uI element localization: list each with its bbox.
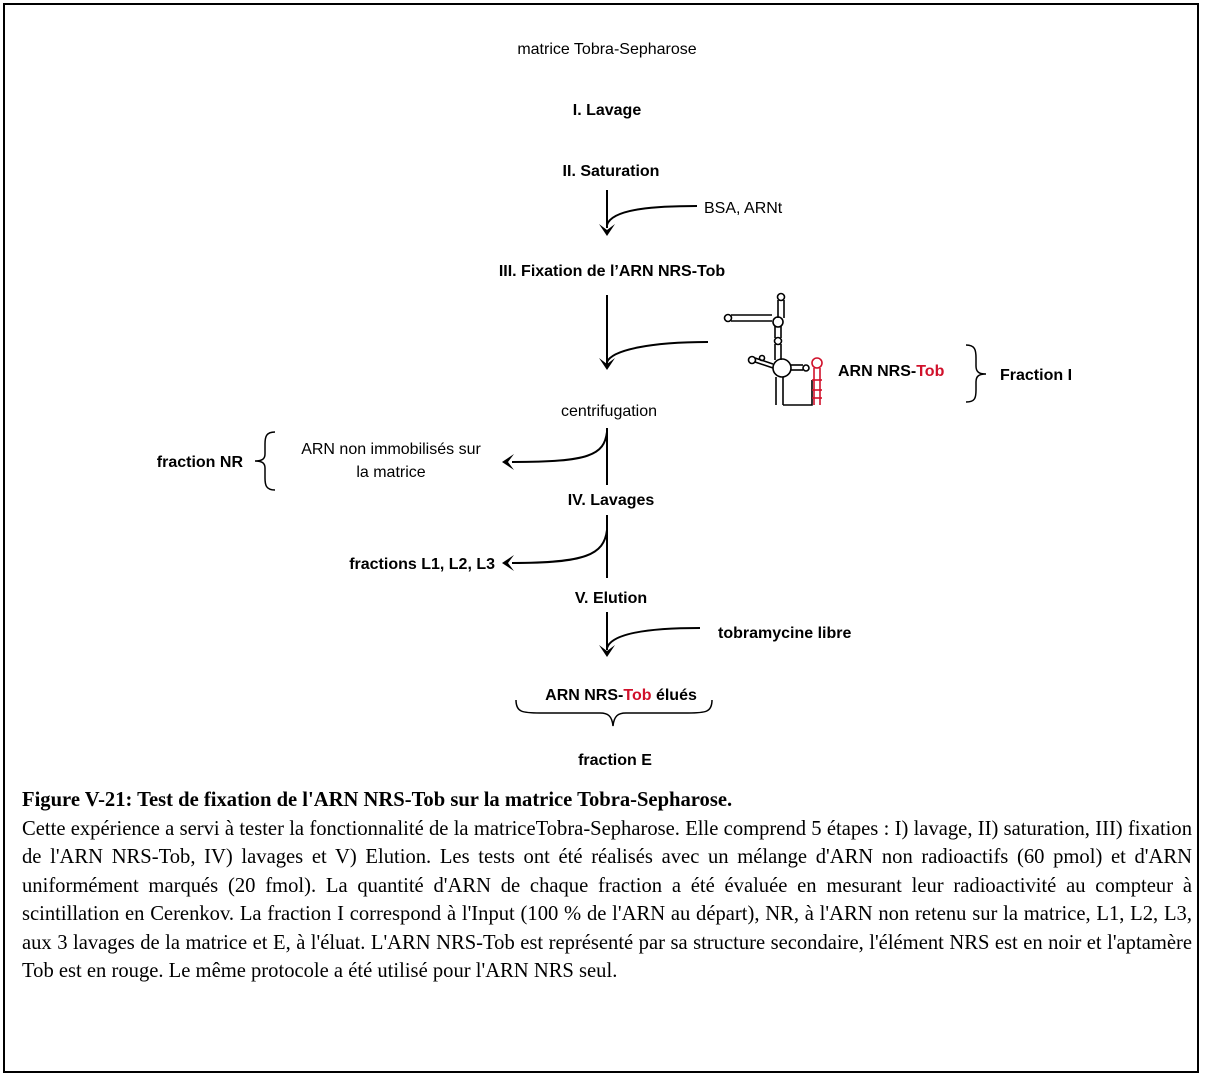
fraction-nr-label: fraction NR: [157, 454, 244, 471]
saturation-input-curve: [606, 205, 698, 226]
fraction-e-label: fraction E: [578, 752, 652, 769]
l-output-curve: [511, 529, 608, 564]
arrowhead-elution: [599, 645, 615, 657]
centrifugation-label: centrifugation: [561, 403, 657, 420]
fractions-l-label: fractions L1, L2, L3: [349, 556, 495, 573]
protocol-diagram: matrice Tobra-Sepharose I. Lavage II. Sa…: [157, 41, 1072, 769]
step2-label: II. Saturation: [563, 163, 660, 180]
start-label: matrice Tobra-Sepharose: [517, 41, 696, 58]
step3-label: III. Fixation de l’ARN NRS-Tob: [499, 263, 726, 280]
eluted-label: ARN NRS-Tob élués: [545, 687, 697, 704]
rna-nrs-tob-label: ARN NRS-Tob: [838, 363, 945, 380]
caption-body: Cette expérience a servi à tester la fon…: [22, 817, 1192, 983]
nrs-element: [723, 292, 813, 406]
figure-frame: [3, 3, 1199, 1073]
fraction-i-brace: [965, 344, 987, 403]
nr-text-line1: ARN non immobilisés sur: [301, 441, 481, 458]
step5-label: V. Elution: [575, 590, 647, 607]
elution-input-label: tobramycine libre: [718, 625, 851, 642]
step4-label: IV. Lavages: [568, 492, 655, 509]
tob-aptamer: [811, 357, 823, 405]
fraction-i-label: Fraction I: [1000, 367, 1072, 384]
arrowhead-nr: [502, 454, 514, 470]
nr-output-curve: [511, 431, 608, 463]
step1-label: I. Lavage: [573, 102, 642, 119]
arrowhead-saturation: [599, 224, 615, 236]
nr-text-line2: la matrice: [356, 464, 425, 481]
fraction-e-brace: [515, 699, 713, 727]
elution-input-curve: [606, 627, 701, 649]
arrowhead-l: [502, 555, 514, 571]
figure-caption: Figure V-21: Test de fixation de l'ARN N…: [22, 786, 1192, 986]
rna-secondary-structure: [723, 292, 823, 406]
caption-title: Figure V-21: Test de fixation de l'ARN N…: [22, 789, 733, 811]
arrowhead-fixation: [599, 358, 615, 370]
rna-input-curve: [606, 341, 709, 363]
fraction-nr-brace: [254, 431, 276, 491]
saturation-input-label: BSA, ARNt: [704, 200, 783, 217]
